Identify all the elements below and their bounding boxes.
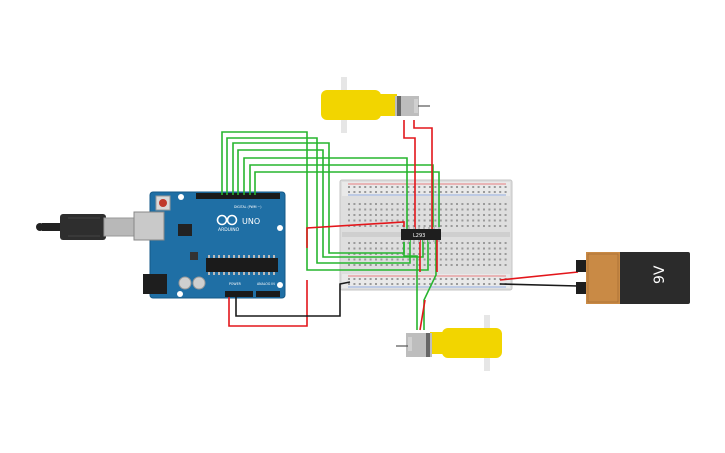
wire-green-4[interactable] <box>237 149 424 258</box>
wire-green-5[interactable] <box>243 157 408 232</box>
analog-header-label: ANALOG IN <box>257 282 275 286</box>
digital-header-label: DIGITAL (PWM ~) <box>234 205 261 209</box>
wire-green-6[interactable] <box>249 164 434 232</box>
power-header-label: POWER <box>229 282 242 286</box>
wire-green-1[interactable] <box>221 131 429 271</box>
dc-motor-bottom[interactable] <box>396 315 502 371</box>
wire-red-motor-top[interactable] <box>403 120 416 232</box>
arduino-logo-text: ARDUINO <box>218 227 240 233</box>
black-ground-wires[interactable] <box>235 281 579 317</box>
arduino-uno-board[interactable]: ARDUINO UNO DIGITAL (PWM ~) POWER ANALOG… <box>36 191 286 299</box>
wire-black-battery[interactable] <box>499 283 579 287</box>
battery-9v[interactable]: 9V <box>576 252 690 304</box>
motor-driver-ic[interactable]: L293 <box>401 227 441 242</box>
wire-black-gnd[interactable] <box>235 281 351 317</box>
analog-header <box>256 291 280 297</box>
power-jack <box>143 274 167 294</box>
wire-green-2[interactable] <box>226 137 411 264</box>
arduino-model-label: UNO <box>242 217 260 226</box>
wire-green-motor-a[interactable] <box>403 238 418 330</box>
driver-chip-label: L293 <box>413 233 425 239</box>
wire-green-7[interactable] <box>254 171 440 238</box>
breadboard-holes <box>348 186 507 285</box>
wire-red-power[interactable] <box>228 280 308 327</box>
dc-motor-top[interactable] <box>321 77 430 133</box>
usb-cable[interactable] <box>36 214 137 240</box>
power-header <box>225 291 253 297</box>
battery-label: 9V <box>652 265 668 284</box>
arduino-logo: ARDUINO <box>216 214 240 233</box>
atmega-chip <box>206 258 278 272</box>
wire-red-motor-top-2[interactable] <box>413 120 433 232</box>
wire-red-battery[interactable] <box>499 271 579 281</box>
digital-header <box>196 193 280 199</box>
wire-red-motor-bottom[interactable] <box>419 299 426 331</box>
green-signal-wires[interactable] <box>221 131 440 330</box>
wire-green-motor-b[interactable] <box>423 238 437 330</box>
usb-port <box>133 211 165 241</box>
